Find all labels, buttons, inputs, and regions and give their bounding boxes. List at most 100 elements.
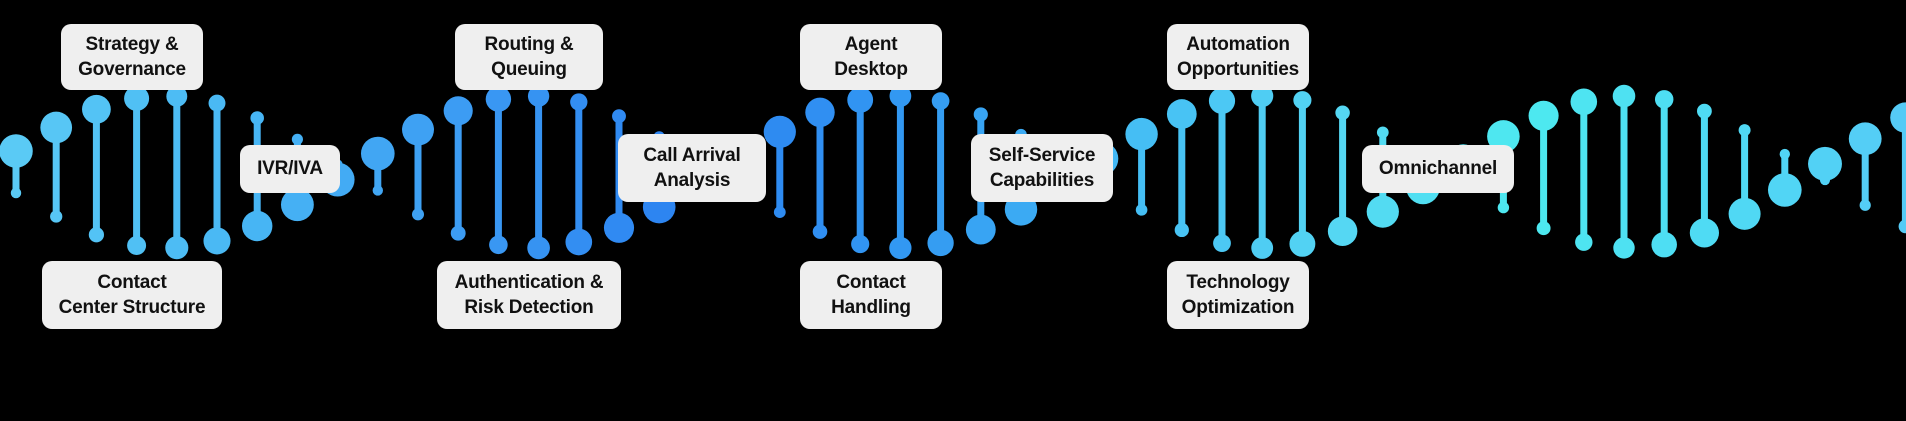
helix-rung-bar — [1700, 111, 1708, 233]
label-text: Routing & Queuing — [484, 33, 574, 80]
helix-node-upper — [973, 107, 988, 122]
helix-node-lower — [1898, 219, 1906, 234]
helix-rung — [1289, 91, 1316, 257]
helix-rung — [443, 96, 473, 241]
label-chip-omnichannel[interactable]: Omnichannel — [1362, 145, 1514, 193]
helix-node-lower — [50, 210, 63, 223]
helix-node-upper — [1890, 102, 1906, 133]
helix-rung — [402, 113, 434, 221]
helix-node-lower — [527, 236, 550, 260]
helix-rung-bar — [1741, 130, 1749, 214]
helix-node-upper — [805, 97, 835, 128]
helix-node-upper — [612, 109, 626, 124]
helix-node-upper — [847, 87, 874, 113]
helix-node-upper — [1848, 122, 1882, 156]
helix-rung — [124, 85, 150, 256]
helix-node-upper — [82, 94, 111, 124]
helix-rung — [565, 93, 593, 256]
helix-node-lower — [1213, 234, 1231, 253]
helix-node-lower — [10, 187, 22, 199]
helix-node-upper — [1697, 103, 1712, 119]
helix-node-upper — [40, 111, 73, 144]
label-chip-self-service-capabilities[interactable]: Self-Service Capabilities — [971, 134, 1113, 202]
label-chip-agent-desktop[interactable]: Agent Desktop — [800, 24, 942, 90]
helix-node-upper — [570, 93, 588, 111]
helix-rung-bar — [1258, 96, 1266, 248]
helix-node-lower — [127, 236, 147, 256]
helix-rung-bar — [454, 110, 462, 234]
helix-rung — [927, 92, 954, 257]
helix-rung-bar — [575, 102, 583, 242]
helix-rung-bar — [1781, 154, 1789, 190]
helix-rung-bar — [1178, 114, 1186, 230]
helix-rung-bar — [856, 99, 864, 245]
helix-rung-bar — [1218, 100, 1226, 244]
helix-rung — [165, 85, 189, 260]
helix-node-upper — [1335, 105, 1350, 120]
helix-node-lower — [1651, 231, 1677, 258]
label-chip-authentication-risk-detection[interactable]: Authentication & Risk Detection — [437, 261, 621, 329]
helix-node-upper — [1654, 90, 1674, 109]
label-chip-strategy-governance[interactable]: Strategy & Governance — [61, 24, 203, 90]
helix-rung-bar — [92, 109, 100, 235]
helix-node-lower — [1174, 222, 1189, 238]
helix-rung-bar — [52, 127, 60, 217]
label-text: Contact Center Structure — [58, 271, 206, 318]
label-chip-contact-handling[interactable]: Contact Handling — [800, 261, 942, 329]
helix-rung — [82, 94, 111, 243]
helix-rung — [1890, 102, 1906, 234]
label-chip-ivr-iva[interactable]: IVR/IVA — [240, 145, 340, 193]
helix-rung — [1612, 84, 1636, 259]
helix-node-upper — [1376, 126, 1389, 139]
helix-node-upper — [1779, 148, 1790, 160]
label-text: Technology Optimization — [1181, 271, 1295, 318]
helix-rung-bar — [1861, 138, 1869, 206]
helix-rung — [847, 87, 874, 254]
helix-node-upper — [889, 85, 912, 107]
helix-node-lower — [280, 188, 314, 222]
helix-rung-bar — [414, 129, 422, 215]
helix-node-lower — [1536, 221, 1551, 236]
helix-rung-bar — [173, 96, 181, 248]
helix-rung — [1728, 124, 1761, 230]
helix-node-upper — [124, 85, 150, 111]
helix-rung-bar — [776, 131, 784, 213]
helix-node-lower — [241, 210, 273, 242]
helix-node-upper — [360, 136, 395, 171]
label-chip-contact-center-structure[interactable]: Contact Center Structure — [42, 261, 222, 329]
helix-node-upper — [931, 92, 950, 110]
helix-node-upper — [1612, 84, 1636, 108]
helix-rung — [1570, 88, 1598, 251]
helix-node-lower — [603, 212, 635, 243]
helix-rung-bar — [1620, 96, 1628, 248]
label-text: Strategy & Governance — [78, 33, 186, 80]
helix-node-lower — [489, 235, 508, 255]
label-text: Self-Service Capabilities — [988, 144, 1096, 191]
helix-rung — [1251, 84, 1274, 259]
helix-rung-bar — [896, 96, 904, 248]
helix-node-upper — [443, 96, 473, 126]
helix-rung-bar — [1540, 115, 1548, 229]
label-chip-automation-opportunities[interactable]: Automation Opportunities — [1167, 24, 1309, 90]
helix-node-upper — [291, 133, 303, 145]
label-chip-technology-optimization[interactable]: Technology Optimization — [1167, 261, 1309, 329]
helix-node-upper — [250, 111, 264, 125]
helix-rung — [1808, 146, 1842, 186]
label-chip-call-arrival-analysis[interactable]: Call Arrival Analysis — [618, 134, 766, 202]
helix-rung — [485, 86, 512, 255]
helix-node-lower — [1613, 237, 1635, 259]
helix-rung — [203, 94, 231, 255]
helix-node-lower — [851, 234, 870, 254]
helix-node-upper — [166, 85, 188, 107]
helix-node-lower — [773, 206, 786, 219]
helix-rung-bar — [1339, 112, 1347, 232]
label-chip-routing-queuing[interactable]: Routing & Queuing — [455, 24, 603, 90]
helix-node-lower — [1819, 175, 1831, 186]
helix-rung-bar — [213, 103, 221, 241]
helix-rung — [360, 136, 395, 196]
helix-node-upper — [1570, 88, 1598, 116]
helix-node-lower — [450, 225, 466, 241]
helix-rung-bar — [1298, 100, 1306, 244]
helix-node-upper — [485, 86, 512, 112]
helix-node-lower — [565, 228, 593, 256]
